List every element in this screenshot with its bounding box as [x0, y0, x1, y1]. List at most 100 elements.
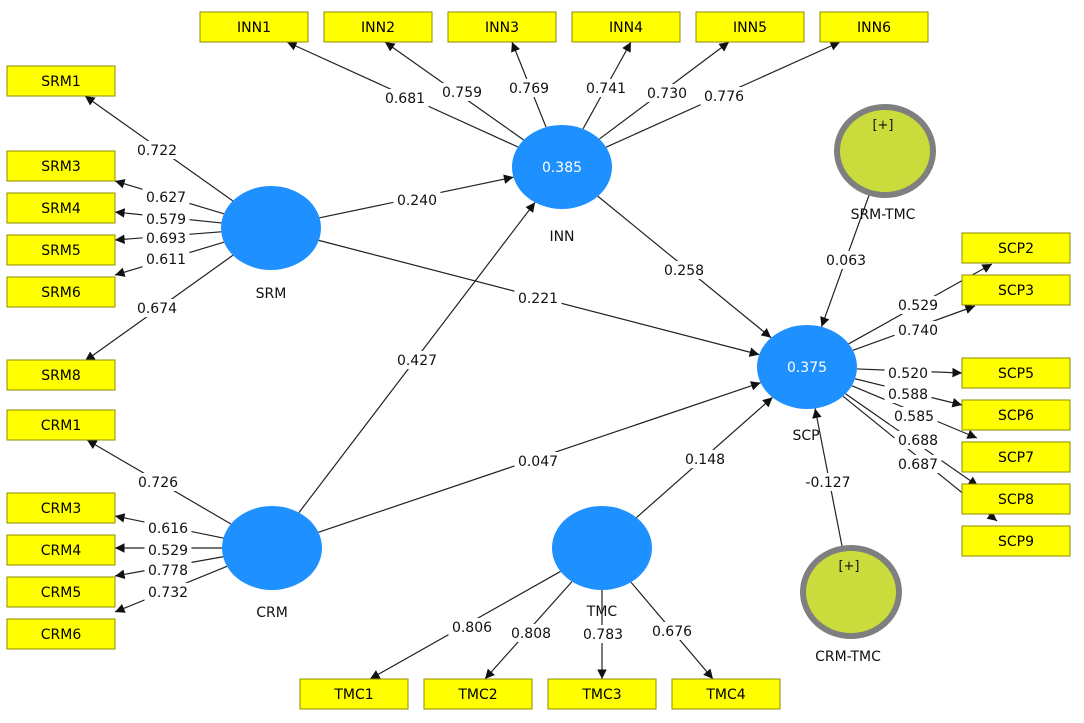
- indicator-label: SCP5: [998, 366, 1034, 382]
- indicator-label: TMC1: [333, 687, 373, 703]
- indicator-label: SRM6: [41, 285, 81, 301]
- path-coefficient-crm-inn-background: [393, 351, 441, 369]
- indicator-srm3[interactable]: SRM3: [6, 150, 116, 182]
- path-coefficient-tmc-scp: 0.148: [681, 450, 729, 468]
- outer-loading-inn5-background: [643, 84, 691, 102]
- outer-loading-crm6-background: [144, 583, 192, 601]
- indicator-label: SCP8: [998, 492, 1034, 508]
- indicator-srm1[interactable]: SRM1: [6, 65, 116, 97]
- indicator-box: [961, 232, 1071, 264]
- expand-toggle[interactable]: [+]: [838, 559, 859, 574]
- outer-loading-scp9-background: [894, 455, 942, 473]
- latent-tmc[interactable]: TMC: [552, 506, 652, 620]
- path-coefficient-srm-inn-text: 0.240: [397, 193, 437, 209]
- outer-loading-scp7-background: [890, 407, 938, 425]
- outer-loading-srm6-background: [142, 250, 190, 268]
- indicator-box: [6, 192, 116, 224]
- outer-loading-srm5-text: 0.693: [146, 231, 186, 247]
- latent-crm[interactable]: CRM: [222, 506, 322, 621]
- r-squared-value: 0.385: [542, 160, 582, 176]
- indicator-crm3[interactable]: CRM3: [6, 492, 116, 524]
- indicator-box: [447, 11, 557, 43]
- indicator-tmc2[interactable]: TMC2: [423, 678, 533, 710]
- latent-srmtmc[interactable]: [+]SRM-TMC: [834, 104, 936, 223]
- indicator-scp5[interactable]: SCP5: [961, 357, 1071, 389]
- indicator-label: TMC4: [705, 687, 745, 703]
- outer-loading-inn1-text: 0.681: [385, 91, 425, 107]
- path-coefficient-crmtmc-scp-background: [800, 473, 856, 491]
- latent-label: CRM: [256, 605, 288, 621]
- outer-loading-tmc1: 0.806: [448, 618, 496, 636]
- indicator-crm4[interactable]: CRM4: [6, 534, 116, 566]
- outer-loading-scp2-background: [894, 296, 942, 314]
- outer-loading-crm6-text: 0.732: [148, 585, 188, 601]
- latent-label: CRM-TMC: [815, 649, 881, 665]
- indicator-inn4[interactable]: INN4: [571, 11, 681, 43]
- indicator-label: SRM1: [41, 74, 81, 90]
- indicator-scp8[interactable]: SCP8: [961, 483, 1071, 515]
- path-coefficient-srm-scp-background: [514, 289, 562, 307]
- indicator-scp9[interactable]: SCP9: [961, 525, 1071, 557]
- latent-srm[interactable]: SRM: [221, 186, 321, 302]
- indicator-tmc4[interactable]: TMC4: [671, 678, 781, 710]
- path-coefficient-crm-scp-text: 0.047: [518, 454, 558, 470]
- path-coefficient-inn-scp-background: [660, 261, 708, 279]
- indicator-box: [961, 399, 1071, 431]
- indicator-inn1[interactable]: INN1: [199, 11, 309, 43]
- indicator-label: CRM3: [41, 501, 82, 517]
- indicator-crm6[interactable]: CRM6: [6, 618, 116, 650]
- indicator-label: INN2: [361, 20, 395, 36]
- indicator-label: CRM1: [41, 418, 82, 434]
- indicator-label: INN6: [857, 20, 891, 36]
- indicator-srm6[interactable]: SRM6: [6, 276, 116, 308]
- indicator-label: SCP3: [998, 283, 1034, 299]
- indicator-box: [6, 409, 116, 441]
- indicator-scp7[interactable]: SCP7: [961, 441, 1071, 473]
- expand-toggle[interactable]: [+]: [872, 118, 893, 133]
- outer-loading-inn4: 0.741: [582, 79, 630, 97]
- indicator-scp3[interactable]: SCP3: [961, 274, 1071, 306]
- latent-crmtmc[interactable]: [+] CRM-TMC: [800, 545, 902, 665]
- outer-loading-srm3-text: 0.627: [146, 190, 186, 206]
- outer-loading-srm8: 0.674: [133, 299, 181, 317]
- outer-loading-scp7-text: 0.585: [894, 409, 934, 425]
- indicator-tmc3[interactable]: TMC3: [547, 678, 657, 710]
- path-coefficient-srm-inn-background: [393, 191, 441, 209]
- indicator-srm5[interactable]: SRM5: [6, 234, 116, 266]
- indicator-label: CRM4: [41, 543, 82, 559]
- latent-ellipse: [512, 125, 612, 209]
- indicator-label: TMC3: [581, 687, 621, 703]
- outer-loading-inn6-text: 0.776: [704, 89, 744, 105]
- outer-loading-inn1-background: [381, 89, 429, 107]
- indicator-box: [323, 11, 433, 43]
- outer-loading-srm5: 0.693: [142, 229, 190, 247]
- path-coefficient-inn-scp: 0.258: [660, 261, 708, 279]
- outer-loading-tmc4: 0.676: [648, 622, 696, 640]
- outer-loading-crm5: 0.778: [144, 561, 192, 579]
- indicator-inn6[interactable]: INN6: [819, 11, 929, 43]
- indicator-crm1[interactable]: CRM1: [6, 409, 116, 441]
- indicator-crm5[interactable]: CRM5: [6, 576, 116, 608]
- outer-loading-scp2: 0.529: [894, 296, 942, 314]
- outer-loading-scp6-background: [884, 385, 932, 403]
- indicator-inn2[interactable]: INN2: [323, 11, 433, 43]
- indicator-label: SCP9: [998, 534, 1034, 550]
- indicator-srm8[interactable]: SRM8: [6, 359, 116, 391]
- indicator-inn5[interactable]: INN5: [695, 11, 805, 43]
- path-coefficient-tmc-scp-text: 0.148: [685, 452, 725, 468]
- indicator-scp6[interactable]: SCP6: [961, 399, 1071, 431]
- outer-loading-scp9-text: 0.687: [898, 457, 938, 473]
- outer-loading-srm1-text: 0.722: [137, 143, 177, 159]
- outer-loading-crm5-background: [144, 561, 192, 579]
- outer-loading-tmc3-text: 0.783: [583, 627, 623, 643]
- indicator-scp2[interactable]: SCP2: [961, 232, 1071, 264]
- outer-loading-tmc1-background: [448, 618, 496, 636]
- indicator-inn3[interactable]: INN3: [447, 11, 557, 43]
- indicator-tmc1[interactable]: TMC1: [299, 678, 409, 710]
- indicator-box: [961, 441, 1071, 473]
- indicator-srm4[interactable]: SRM4: [6, 192, 116, 224]
